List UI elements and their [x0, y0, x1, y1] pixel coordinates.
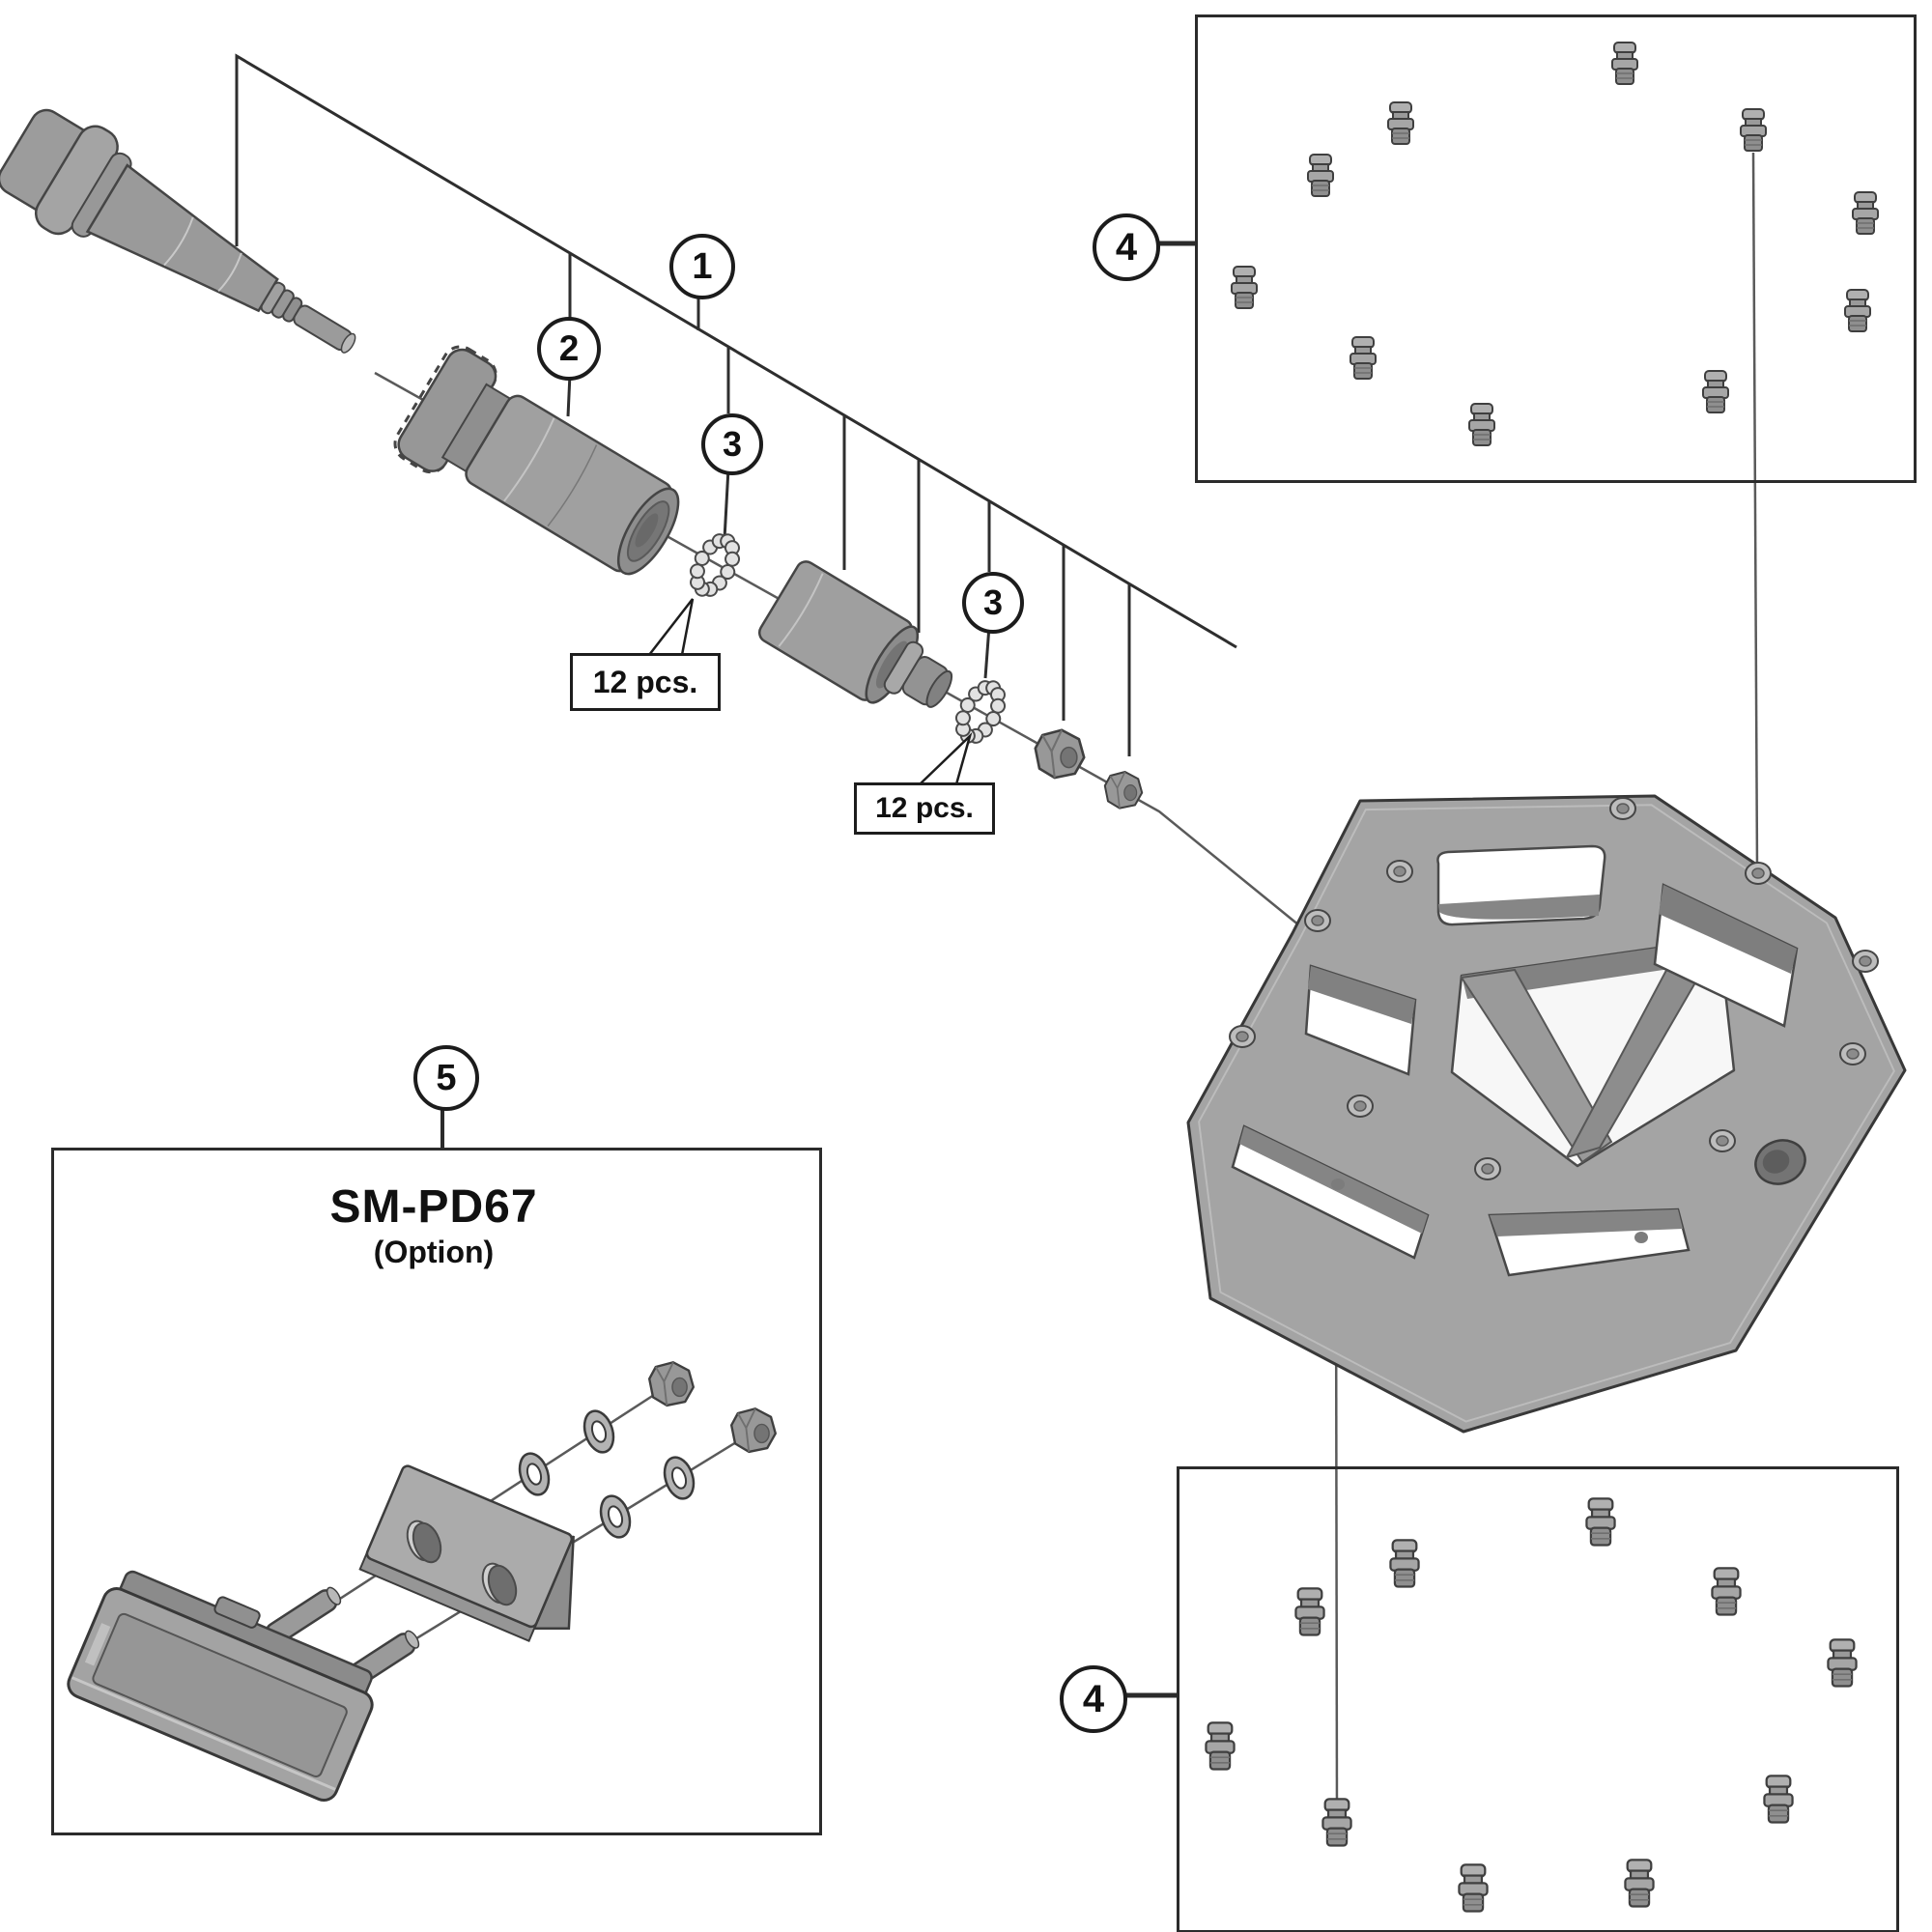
callout-4-top: 4: [1093, 213, 1160, 281]
pedal-body: [1186, 794, 1907, 1434]
callout-2: 2: [537, 317, 601, 381]
pedal-axle: [0, 108, 356, 354]
pin-to-pedal-line-top: [1751, 152, 1759, 870]
option-kit-subtitle: (Option): [373, 1235, 495, 1269]
callout-5: 5: [413, 1045, 479, 1111]
reflector-bracket: [358, 1464, 575, 1642]
pin-kit-box-bottom: [1177, 1466, 1899, 1932]
qty-note-2: 12 pcs.: [854, 782, 995, 835]
inner-cone: [883, 640, 953, 708]
callout-1: 1: [669, 234, 735, 299]
option-kit-box: [51, 1148, 822, 1835]
axle-cone-body: [393, 345, 680, 576]
callout-3a: 3: [701, 413, 763, 475]
bracket-hole-1: [406, 1520, 442, 1564]
callout-4-bottom: 4: [1060, 1665, 1127, 1733]
option-kit-title: SM-PD67: [329, 1181, 538, 1233]
qty-note-1: 12 pcs.: [570, 653, 721, 711]
option-kit-parts: [67, 1361, 777, 1802]
callout-3b: 3: [962, 572, 1024, 634]
callout-bracket-line: [235, 53, 1237, 649]
callout-drop-lines: [566, 254, 1131, 756]
pin-kit-box-top: [1195, 14, 1917, 483]
reflector: [67, 1570, 374, 1802]
bracket-hole-2: [481, 1562, 518, 1606]
bearing-sleeve: [757, 560, 920, 704]
pedal-axle-port: [1754, 1139, 1806, 1185]
